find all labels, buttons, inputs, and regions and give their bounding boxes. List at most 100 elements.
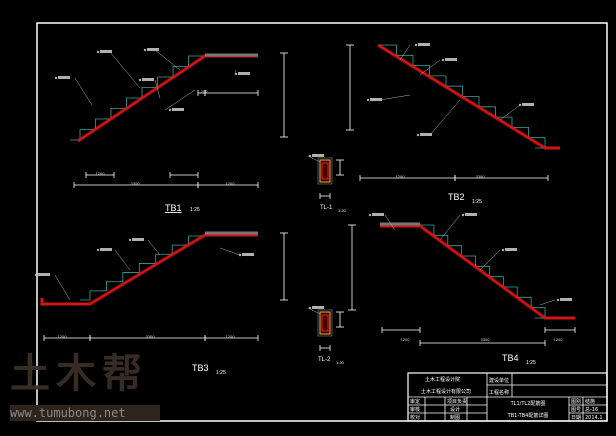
- tb1-slab-glow: [76, 54, 258, 143]
- dim-text: 3300: [476, 174, 486, 179]
- tb1-leader-tag: [100, 50, 112, 53]
- tb-row-label: 校对: [410, 414, 420, 421]
- tb3-leader-dot: [128, 238, 132, 242]
- tl2-label: TL-2: [318, 357, 331, 363]
- title-block: [407, 372, 608, 422]
- tb4-leader-tag: [560, 298, 572, 301]
- tl1-stirrup: [321, 162, 329, 180]
- tb2-leader-tag: [418, 43, 430, 46]
- tb3-leader-tag: [38, 273, 50, 276]
- tb4-scale: 1:25: [526, 360, 536, 366]
- tb1-leader: [154, 49, 181, 71]
- tb2-leader-dot: [416, 133, 420, 137]
- tb4-leader-dot: [368, 213, 372, 217]
- tb1-leader-tag: [147, 48, 159, 51]
- tb3-leader-tag: [132, 238, 144, 241]
- tb1-leader: [164, 89, 196, 111]
- tb4-leader: [439, 214, 461, 241]
- tb1-leader-dot: [143, 48, 147, 52]
- dim-text: 1200: [226, 181, 236, 186]
- meta-value: 结施: [585, 398, 595, 405]
- dim-text: 1200: [401, 337, 411, 342]
- tb3-leader: [219, 247, 241, 256]
- tb1-leader-tag: [238, 72, 250, 75]
- tb2-leader: [429, 99, 461, 136]
- tb-row-label: 制图: [450, 414, 460, 421]
- tb1-leader-dot: [138, 78, 142, 82]
- tb3-leader-dot: [96, 248, 100, 252]
- tb2-leader-tag: [370, 98, 382, 101]
- tb1-leader-dot: [168, 108, 172, 112]
- company-sub: 土木工程设计有限公司: [421, 388, 471, 395]
- tb1-leader: [154, 79, 161, 99]
- tb1-leader: [74, 77, 93, 106]
- tl2-stirrup: [321, 314, 329, 332]
- tb2-steps: [380, 44, 546, 149]
- tb2-leader: [379, 94, 411, 101]
- tb2-leader-dot: [366, 98, 370, 102]
- tl1-outline: [317, 157, 333, 185]
- project-label: 工程名称: [489, 389, 509, 396]
- tb4-label: TB4: [502, 353, 519, 363]
- tl1-leader-tag: [312, 154, 324, 157]
- tb2-leader-dot: [414, 43, 418, 47]
- tb-row-label: 设计: [450, 406, 460, 413]
- dim-text: 1200: [96, 171, 106, 176]
- tb2-leader-dot: [518, 103, 522, 107]
- tl2-leader-dot: [308, 306, 312, 310]
- client-label: 建设单位: [489, 377, 509, 384]
- dim-text: 1200: [226, 334, 236, 339]
- meta-label: 图号: [571, 407, 581, 413]
- watermark-url: www.tumubong.net: [10, 405, 160, 421]
- tb2-leader-tag: [420, 133, 432, 136]
- tb1-label: TB1: [165, 203, 182, 213]
- tb4-leader-tag: [372, 213, 384, 216]
- tb4-leader-dot: [556, 298, 560, 302]
- tb4-leader: [384, 214, 396, 231]
- tb3-steps: [80, 235, 205, 301]
- meta-label: 图别: [571, 398, 581, 405]
- dim-text: 1200: [554, 337, 564, 342]
- watermark-logo: 土木帮: [10, 351, 148, 397]
- tb2-leader-tag: [522, 103, 534, 106]
- tb3-leader: [54, 274, 71, 301]
- tb2-scale: 1:25: [472, 199, 482, 205]
- tl1-leader-dot: [308, 154, 312, 158]
- tb-row-label: 项目负责: [447, 398, 467, 405]
- tb1-leader-dot: [234, 72, 238, 76]
- tb4-slab-rebar: [380, 225, 575, 319]
- drawing-title: TB1-TB4配筋详图: [507, 412, 549, 419]
- dim-text: 250: [201, 89, 208, 94]
- tb2-leader-tag: [445, 58, 457, 61]
- tl2-leader-tag: [312, 306, 324, 309]
- tb2-slab-rebar: [377, 44, 560, 149]
- tb2-leader: [419, 59, 441, 76]
- tl1-scale: 1:20: [338, 208, 347, 213]
- tb2-leader: [399, 44, 411, 61]
- tb2-label: TB2: [448, 192, 465, 202]
- tb4-leader-dot: [461, 213, 465, 217]
- tb2-leader-dot: [441, 58, 445, 62]
- drawing-frame: [36, 22, 608, 422]
- tb3-leader-dot: [34, 273, 38, 277]
- dim-text: 3300: [146, 334, 156, 339]
- meta-value: 总-16: [585, 406, 598, 413]
- tb1-leader-tag: [142, 78, 154, 81]
- tb4-steps: [420, 224, 546, 319]
- tb1-leader-dot: [54, 76, 58, 80]
- tb3-leader-dot: [238, 253, 242, 257]
- tb4-leader: [539, 299, 556, 306]
- tb3-leader-tag: [242, 253, 254, 256]
- tb1-leader: [109, 51, 141, 89]
- tb3-leader: [114, 249, 131, 271]
- company-name: 土木工程设计院: [425, 376, 460, 383]
- dim-text: 1200: [396, 174, 406, 179]
- tb4-leader-dot: [501, 248, 505, 252]
- tl1-section: [319, 159, 331, 183]
- tb3-label: TB3: [192, 363, 209, 373]
- tl1-label: TL-1: [320, 205, 333, 211]
- dim-text: 1200: [58, 334, 68, 339]
- drawing-title: TL1/TL2配筋图: [510, 400, 546, 407]
- tl2-scale: 1:20: [336, 360, 345, 365]
